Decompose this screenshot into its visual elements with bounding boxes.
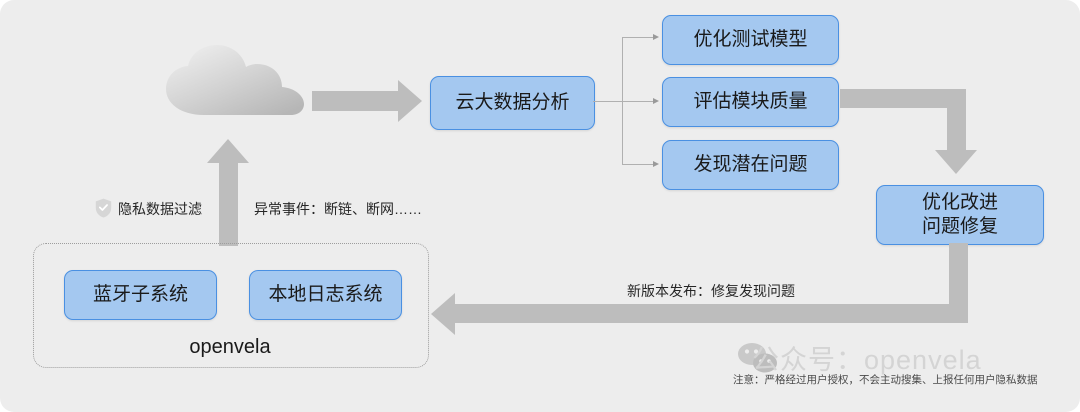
openvela-container-label: openvela (189, 336, 271, 358)
node-discover-latent-issues[interactable]: 发现潜在问题 (662, 140, 839, 190)
node-optimize-and-fix-line2: 问题修复 (921, 216, 998, 237)
arrow-upload-vertical (219, 163, 238, 246)
connector-branch-bottom-arrow (653, 161, 659, 168)
arrow-cloud-to-analysis-bar (312, 91, 398, 111)
label-abnormal-events: 异常事件：断链、断网…… (254, 201, 422, 217)
arrow-upload-head (207, 139, 249, 163)
node-bluetooth-subsystem[interactable]: 蓝牙子系统 (64, 270, 217, 320)
label-privacy-filter: 隐私数据过滤 (118, 201, 202, 217)
node-evaluate-module-quality[interactable]: 评估模块质量 (662, 77, 839, 127)
connector-branch-top-arrow (653, 34, 659, 41)
connector-branch-bottom (622, 164, 655, 166)
cloud-icon (160, 45, 308, 117)
arrow-feedback-horizontal (455, 304, 968, 323)
arrow-feedback-vertical (949, 243, 968, 314)
node-bluetooth-subsystem-label: 蓝牙子系统 (92, 284, 188, 306)
connector-branch-mid-arrow (653, 98, 659, 105)
arrow-right-elbow-vertical (947, 89, 966, 150)
shield-check-icon (95, 198, 112, 218)
node-optimize-and-fix-line1: 优化改进 (921, 192, 998, 214)
node-optimize-and-fix[interactable]: 优化改进 问题修复 (876, 185, 1044, 245)
arrow-cloud-to-analysis-head (398, 80, 422, 122)
arrow-right-elbow-head (935, 150, 977, 174)
arrow-feedback-head (431, 292, 455, 335)
arrow-right-elbow-horizontal (840, 89, 966, 108)
connector-branch-mid (622, 101, 655, 103)
node-optimize-test-model-label: 优化测试模型 (693, 29, 808, 51)
connector-branch-top (622, 37, 655, 39)
node-cloud-analysis-label: 云大数据分析 (455, 92, 570, 114)
wechat-logo-icon (737, 343, 779, 373)
node-local-log-system-label: 本地日志系统 (268, 284, 383, 306)
node-local-log-system[interactable]: 本地日志系统 (249, 270, 402, 320)
openvela-container (33, 243, 429, 368)
node-discover-latent-issues-label: 发现潜在问题 (693, 154, 808, 176)
watermark-text: 公众号：openvela (752, 345, 982, 375)
connector-trunk-horizontal (593, 101, 623, 103)
node-cloud-analysis[interactable]: 云大数据分析 (430, 76, 595, 130)
disclaimer-text: 注意：严格经过用户授权，不会主动搜集、上报任何用户隐私数据 (733, 374, 1038, 386)
node-optimize-test-model[interactable]: 优化测试模型 (662, 15, 839, 65)
node-evaluate-module-quality-label: 评估模块质量 (693, 91, 808, 113)
label-new-release: 新版本发布：修复发现问题 (627, 283, 795, 299)
